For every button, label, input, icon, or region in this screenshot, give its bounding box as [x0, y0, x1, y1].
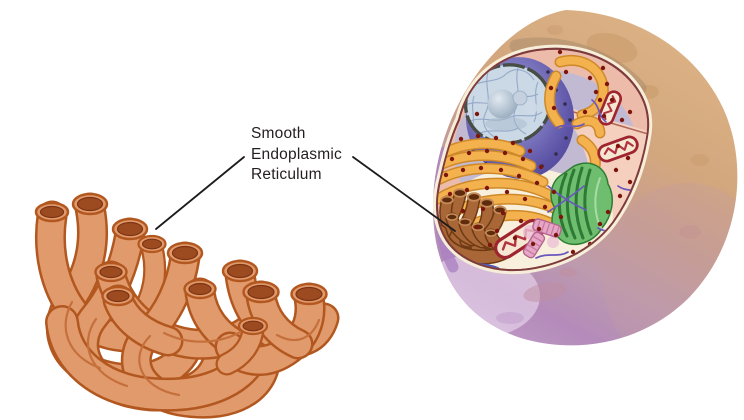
- smooth-er-closeup: [34, 192, 340, 419]
- leader-line-right: [352, 156, 456, 232]
- label-line-1: Smooth: [251, 125, 306, 142]
- mitochondrion-2: [597, 135, 639, 163]
- label-line-2: Endoplasmic: [251, 145, 342, 163]
- tubule-shading: [64, 300, 321, 397]
- animal-cell-cutaway: [432, 10, 738, 346]
- nucleolus-bump-2: [524, 101, 538, 115]
- centrioles: [522, 218, 562, 259]
- label-line-3: Reticulum: [251, 166, 322, 183]
- nucleolus-bump: [512, 90, 528, 106]
- golgi-apparatus: [550, 162, 614, 246]
- label-smooth-endoplasmic-reticulum: Smooth Endoplasmic Reticulum: [251, 124, 342, 186]
- leader-line-left: [155, 156, 245, 230]
- nucleolus-shadow: [485, 117, 527, 131]
- tubule-openings: [34, 192, 328, 336]
- nucleolus: [487, 89, 517, 119]
